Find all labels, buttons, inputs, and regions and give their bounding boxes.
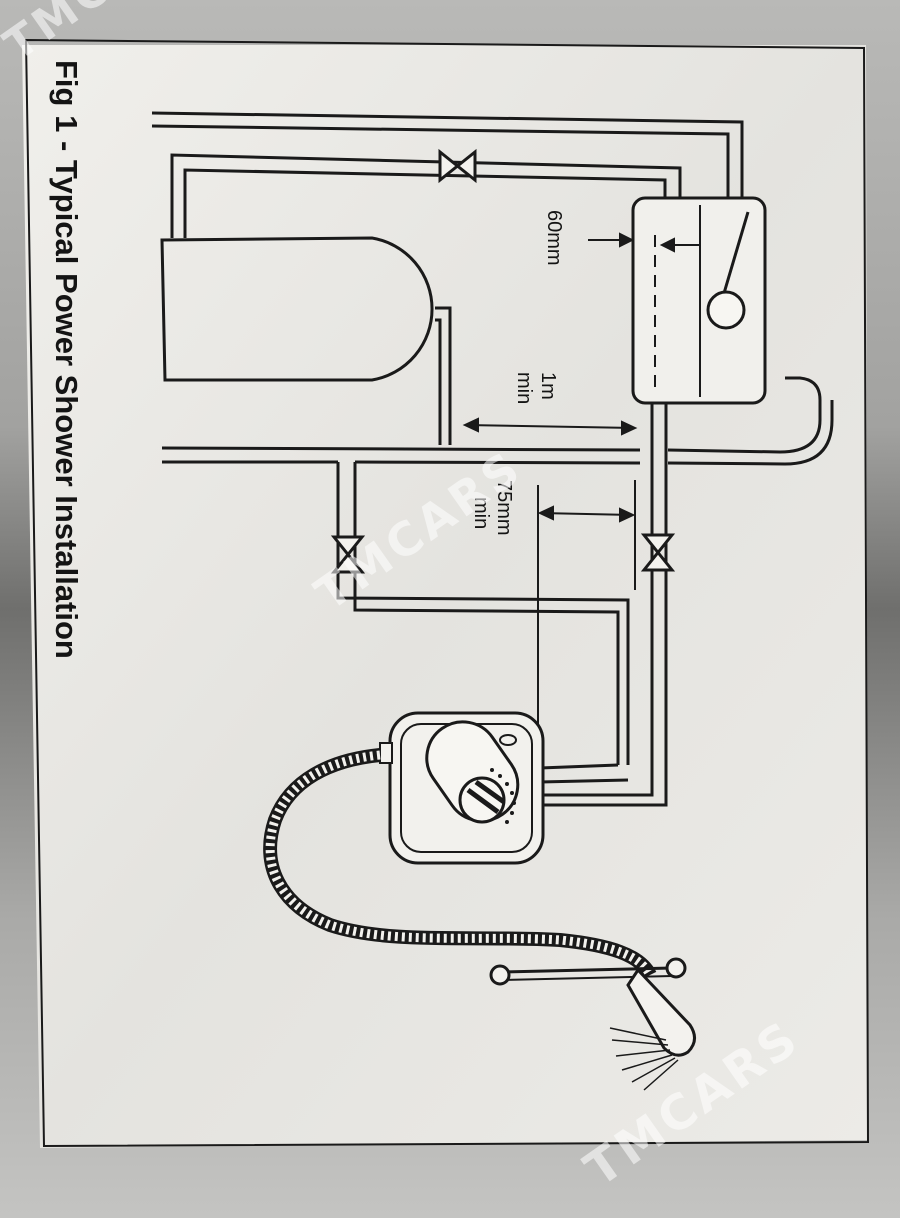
- shower-head-icon: [609, 967, 696, 1091]
- figure-caption: Fig 1 - Typical Power Shower Installatio…: [49, 60, 84, 659]
- dimension-1m: [462, 417, 638, 436]
- mixer-inlet-b: [539, 778, 629, 784]
- label-1m-min: min: [513, 372, 535, 404]
- tank-connection-pipe-inner: [183, 168, 667, 238]
- label-1m: 1m: [537, 372, 559, 400]
- hose-coil-pattern: [265, 750, 655, 978]
- tank-outlet-pipe-outer: [435, 306, 452, 445]
- control-knob-indicator: [466, 787, 500, 815]
- rail-bracket-icon: [665, 957, 687, 979]
- label-75mm-min: min: [470, 497, 492, 529]
- indicator-lamp-icon: [499, 734, 517, 746]
- temperature-scale-dots: [490, 768, 516, 824]
- hot-main-pipe-upper: [161, 446, 641, 452]
- pump-float-arm: [720, 211, 750, 301]
- hot-water-cylinder: [160, 236, 434, 382]
- hot-main-pipe-lower-right: [354, 460, 641, 465]
- water-spray: [609, 1027, 679, 1091]
- dimension-60mm: [588, 232, 700, 253]
- gate-valve-icon: [438, 148, 477, 184]
- pump-unit: [631, 196, 767, 405]
- rail-bracket-icon: [489, 964, 511, 986]
- hot-supply-branch-outer: [336, 462, 630, 765]
- gate-valve-icon: [330, 535, 366, 574]
- hose-connector: [379, 742, 393, 764]
- mixer-inlet-a: [539, 763, 619, 770]
- tank-connection-pipe-outer: [170, 153, 682, 238]
- overflow-bend-inner: [667, 400, 834, 466]
- figure-frame: [24, 38, 870, 1148]
- pump-float-ball-icon: [706, 290, 746, 330]
- tank-outlet-pipe-inner: [435, 318, 442, 445]
- cold-feed-pipe-inner: [151, 124, 730, 205]
- label-60mm: 60mm: [543, 210, 565, 266]
- cold-supply-branch-outer: [540, 400, 654, 797]
- dimension-75mm: [537, 480, 636, 745]
- gate-valve-icon: [640, 533, 676, 572]
- overflow-bend-outer: [667, 376, 822, 454]
- control-knob-indicator-2: [474, 779, 506, 805]
- label-75mm: 75mm: [493, 480, 515, 536]
- slide-rail: [489, 957, 687, 986]
- shower-control-unit: [379, 711, 545, 865]
- cold-feed-pipe-outer: [151, 111, 744, 205]
